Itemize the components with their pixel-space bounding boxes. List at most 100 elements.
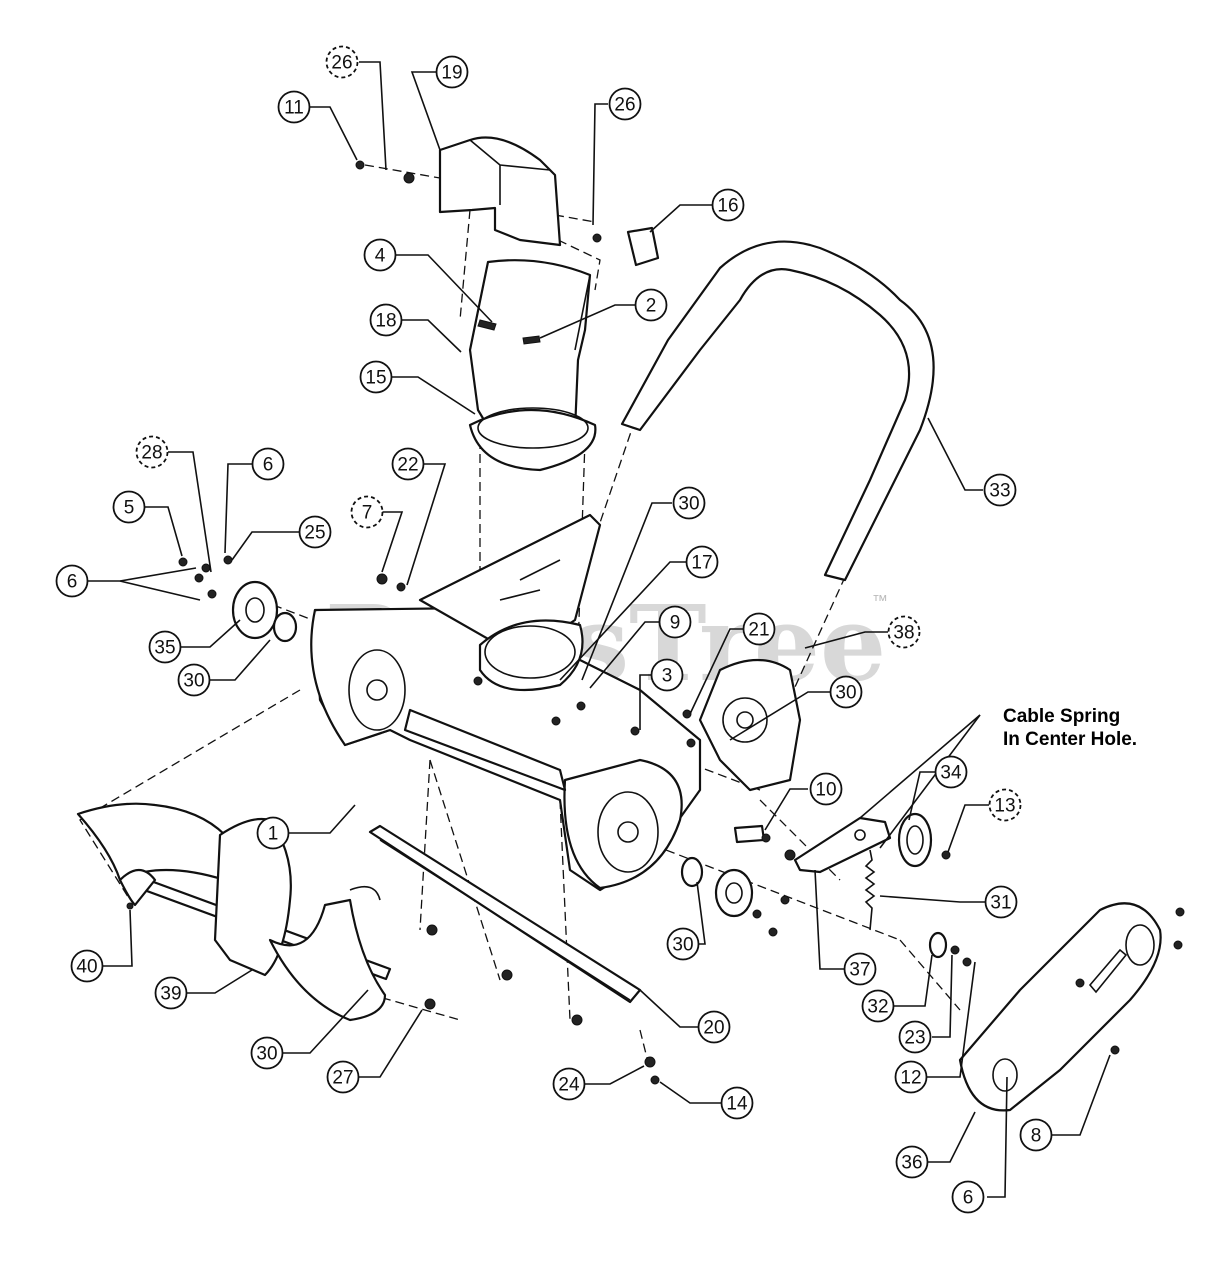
callout-17: 17 [685, 545, 719, 579]
callout-number: 25 [304, 523, 325, 544]
callout-9: 9 [658, 605, 692, 639]
callout-circle [634, 288, 668, 322]
callout-circle [809, 772, 843, 806]
leader-lines [88, 61, 1111, 1198]
callout-6: 6 [951, 1180, 985, 1214]
callout-20: 20 [697, 1010, 731, 1044]
callout-number: 8 [1031, 1126, 1042, 1147]
callout-number: 34 [940, 763, 962, 784]
callout-circle [326, 1060, 360, 1094]
callout-number: 30 [672, 935, 693, 956]
callout-circle [898, 1020, 932, 1054]
callout-8: 8 [1019, 1118, 1053, 1152]
callout-circle [148, 630, 182, 664]
callout-30: 30 [672, 486, 706, 520]
belt-cover-part [958, 902, 1162, 1112]
callout-circle [983, 473, 1017, 507]
callout-circle [951, 1180, 985, 1214]
callout-number: 15 [365, 368, 386, 389]
cable-spring-note-line1: Cable Spring [1003, 706, 1120, 727]
callout-circle [363, 238, 397, 272]
callout-number: 16 [717, 196, 738, 217]
callout-circle [251, 447, 285, 481]
callout-number: 20 [703, 1018, 724, 1039]
callout-number: 37 [849, 960, 870, 981]
callout-number: 35 [154, 638, 175, 659]
callout-30: 30 [829, 675, 863, 709]
callout-number: 14 [726, 1094, 748, 1115]
callout-circle [435, 55, 469, 89]
callout-number: 30 [183, 671, 204, 692]
callout-22: 22 [391, 447, 425, 481]
callout-number: 7 [362, 503, 373, 524]
callout-number: 31 [990, 893, 1011, 914]
callout-number: 9 [670, 613, 681, 634]
callout-7: 7 [350, 495, 384, 529]
callout-39: 39 [154, 976, 188, 1010]
callout-2: 2 [634, 288, 668, 322]
callout-circle [112, 490, 146, 524]
callout-14: 14 [720, 1086, 754, 1120]
callout-number: 18 [375, 311, 396, 332]
callout-33: 33 [983, 473, 1017, 507]
bearing-left [272, 611, 298, 643]
hardware-fasteners [126, 555, 1185, 1085]
callout-number: 38 [893, 623, 914, 644]
callout-30: 30 [177, 663, 211, 697]
auger-left-part [76, 802, 227, 882]
callout-circle [369, 303, 403, 337]
callout-circle [608, 87, 642, 121]
callout-circle [658, 605, 692, 639]
watermark-trademark: ™ [872, 593, 888, 610]
callout-10: 10 [809, 772, 843, 806]
callout-number: 33 [989, 481, 1010, 502]
callout-circle [277, 90, 311, 124]
callout-circle [298, 515, 332, 549]
callout-number: 30 [678, 494, 699, 515]
callout-circle [350, 495, 384, 529]
callout-number: 13 [994, 796, 1015, 817]
callout-circle [325, 45, 359, 79]
callout-circle [894, 1060, 928, 1094]
callout-21: 21 [742, 612, 776, 646]
callout-circle [720, 1086, 754, 1120]
callout-34: 34 [934, 755, 968, 789]
bearing-flange-right [714, 868, 754, 918]
callout-circle [685, 545, 719, 579]
callout-circle [359, 360, 393, 394]
callout-27: 27 [326, 1060, 360, 1094]
callout-circle [256, 816, 290, 850]
callout-16: 16 [711, 188, 745, 222]
callout-circle [672, 486, 706, 520]
callout-number: 6 [67, 572, 78, 593]
chute-base-ring [468, 408, 597, 472]
callout-number: 5 [124, 498, 135, 519]
spring-part [864, 849, 876, 931]
callout-number: 12 [900, 1068, 921, 1089]
callout-6: 6 [55, 564, 89, 598]
callout-circle [1019, 1118, 1053, 1152]
callout-1: 1 [256, 816, 290, 850]
callout-number: 23 [904, 1028, 925, 1049]
callout-number: 36 [901, 1153, 922, 1174]
callout-number: 3 [662, 666, 673, 687]
callout-11: 11 [277, 90, 311, 124]
callout-circle [697, 1010, 731, 1044]
callout-number: 27 [332, 1068, 353, 1089]
callout-circle [742, 612, 776, 646]
spacer-part [928, 931, 948, 959]
callout-26: 26 [325, 45, 359, 79]
callout-circle [984, 885, 1018, 919]
callout-15: 15 [359, 360, 393, 394]
chute-part [468, 259, 592, 432]
callout-number: 11 [284, 98, 304, 119]
callout-26: 26 [608, 87, 642, 121]
callout-number: 17 [691, 553, 712, 574]
callout-circle [666, 927, 700, 961]
callout-30: 30 [666, 927, 700, 961]
callout-number: 32 [867, 997, 888, 1018]
auger-right-part [213, 817, 292, 977]
idler-pulley-part [897, 812, 933, 868]
